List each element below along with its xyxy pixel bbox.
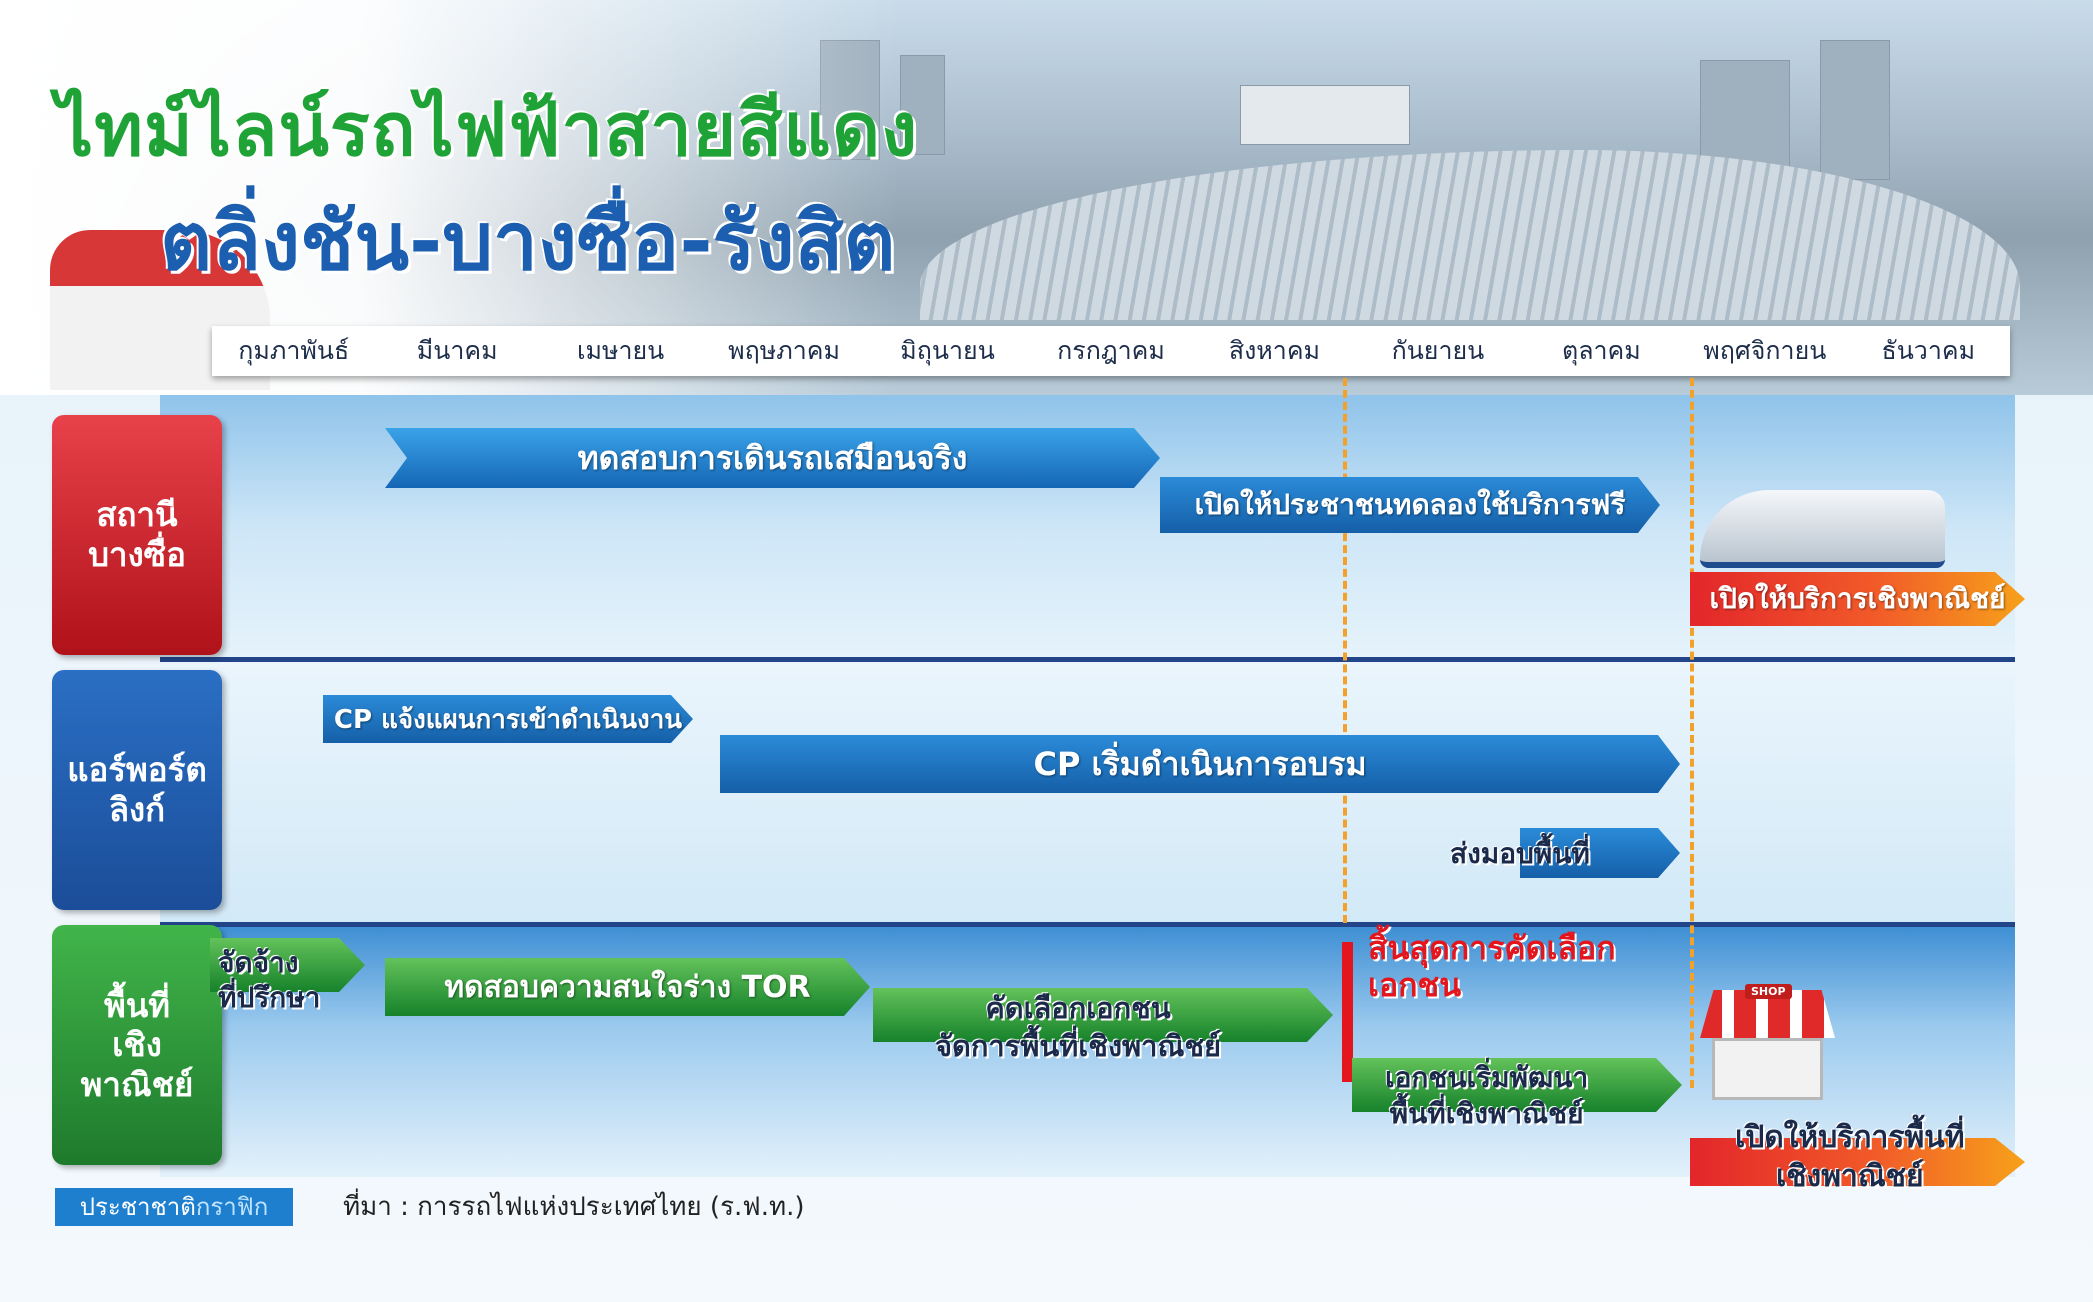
task-hire-consultant-bar — [210, 938, 365, 992]
lane-label-commercial: พื้นที่เชิงพาณิชย์ — [52, 925, 222, 1165]
lane-label-text: แอร์พอร์ต — [67, 750, 207, 790]
milestone-label: สิ้นสุดการคัดเลือก — [1368, 929, 1616, 967]
month-label: ธันวาคม — [1881, 336, 1976, 365]
selection-deadline-line — [1342, 942, 1353, 1082]
task-label: เปิดให้ประชาชนทดลองใช้บริการฟรี — [1194, 488, 1626, 521]
publisher-badge: ประชาชาติกราฟิก — [55, 1188, 293, 1226]
task-open-commercial-area-bar — [1690, 1138, 2025, 1186]
task-label: เปิดให้บริการเชิงพาณิชย์ — [1709, 582, 2006, 615]
milestone-end-selection: สิ้นสุดการคัดเลือก เอกชน — [1368, 930, 1616, 1004]
task-label: เชิงพาณิชย์ — [1775, 1159, 1924, 1194]
task-label: พื้นที่เชิงพาณิชย์ — [1389, 1097, 1584, 1131]
milestone-line-september — [1343, 378, 1347, 923]
task-commercial-service-open: เปิดให้บริการเชิงพาณิชย์ — [1690, 572, 2025, 626]
title-line1: ไทม์ไลน์รถไฟฟ้าสายสีแดง — [56, 87, 919, 173]
task-simulated-test-run: ทดสอบการเดินรถเสมือนจริง — [385, 428, 1160, 488]
task-hire-consultant: จัดจ้าง ที่ปรึกษา — [218, 945, 320, 1015]
bullet-train-icon — [1700, 490, 1945, 568]
task-label: ทดสอบความสนใจร่าง TOR — [444, 969, 811, 1005]
task-label: เอกชนเริ่มพัฒนา — [1385, 1061, 1589, 1094]
lane-label-text: ลิงก์ — [108, 790, 166, 829]
month-label: ตุลาคม — [1561, 336, 1641, 365]
lane-label-airport-link: แอร์พอร์ตลิงก์ — [52, 670, 222, 910]
skyline-building — [900, 55, 945, 155]
task-label: CP เริ่มดำเนินการอบรม — [1033, 744, 1367, 783]
publisher-section: กราฟิก — [195, 1193, 269, 1221]
month-label: เมษายน — [576, 336, 665, 365]
shop-icon: SHOP — [1700, 984, 1835, 1100]
task-handover-bar — [1520, 828, 1680, 878]
skyline-building — [1820, 40, 1890, 180]
task-label: เปิดให้บริการพื้นที่ — [1735, 1120, 1965, 1155]
task-cp-training: CP เริ่มดำเนินการอบรม — [720, 735, 1680, 793]
month-header: กุมภาพันธ์ มีนาคม เมษายน พฤษภาคม มิถุนาย… — [212, 326, 2010, 376]
lane-label-text: บางซื่อ — [88, 535, 186, 574]
task-handover-area: ส่งมอบพื้นที่ — [1450, 837, 1590, 870]
month-label: พฤษภาคม — [728, 336, 840, 365]
task-label: CP แจ้งแผนการเข้าดำเนินงาน — [333, 704, 683, 735]
month-label: มีนาคม — [416, 336, 498, 365]
lane-label-text: พื้นที่ — [103, 985, 171, 1025]
task-tor-interest-test: ทดสอบความสนใจร่าง TOR — [385, 958, 870, 1016]
shop-sign: SHOP — [1745, 984, 1792, 999]
milestone-line-november — [1690, 378, 1694, 1088]
task-select-private: คัดเลือกเอกชน จัดการพื้นที่เชิงพาณิชย์ — [935, 990, 1221, 1065]
source-credit: ที่มา : การรถไฟแห่งประเทศไทย (ร.ฟ.ท.) — [343, 1192, 805, 1222]
publisher-name: ประชาชาติ — [79, 1193, 196, 1221]
task-private-development: เอกชนเริ่มพัฒนา พื้นที่เชิงพาณิชย์ — [1385, 1060, 1588, 1133]
task-open-commercial-area: เปิดให้บริการพื้นที่ เชิงพาณิชย์ — [1735, 1118, 1965, 1196]
lane-label-text: เชิง — [112, 1025, 162, 1065]
task-private-development-bar — [1352, 1058, 1682, 1112]
lane-label-text: สถานี — [96, 495, 178, 535]
lane-label-station: สถานีบางซื่อ — [52, 415, 222, 655]
task-label: จัดการพื้นที่เชิงพาณิชย์ — [935, 1028, 1222, 1063]
shop-storefront — [1712, 1038, 1823, 1100]
task-label: ที่ปรึกษา — [218, 981, 321, 1014]
month-label: กันยายน — [1391, 336, 1485, 365]
month-label: สิงหาคม — [1228, 336, 1321, 365]
lane-separator — [160, 922, 2015, 927]
task-free-public-trial: เปิดให้ประชาชนทดลองใช้บริการฟรี — [1160, 477, 1660, 533]
title-line2: ตลิ่งชัน-บางซื่อ-รังสิต — [160, 195, 896, 288]
month-label: พฤศจิกายน — [1703, 336, 1827, 365]
lane-separator — [160, 657, 2015, 662]
month-label: มิถุนายน — [900, 336, 995, 365]
task-cp-announce-plan: CP แจ้งแผนการเข้าดำเนินงาน — [323, 695, 693, 743]
milestone-label: เอกชน — [1368, 965, 1462, 1004]
month-label: กรกฎาคม — [1057, 336, 1165, 365]
month-label: กุมภาพันธ์ — [238, 336, 350, 365]
task-label: ทดสอบการเดินรถเสมือนจริง — [577, 438, 968, 477]
lane-label-text: พาณิชย์ — [80, 1064, 194, 1104]
task-label: จัดจ้าง — [218, 946, 299, 979]
task-label: คัดเลือกเอกชน — [985, 991, 1171, 1025]
skyline-building — [1240, 85, 1410, 145]
task-select-private-bar — [873, 988, 1333, 1042]
